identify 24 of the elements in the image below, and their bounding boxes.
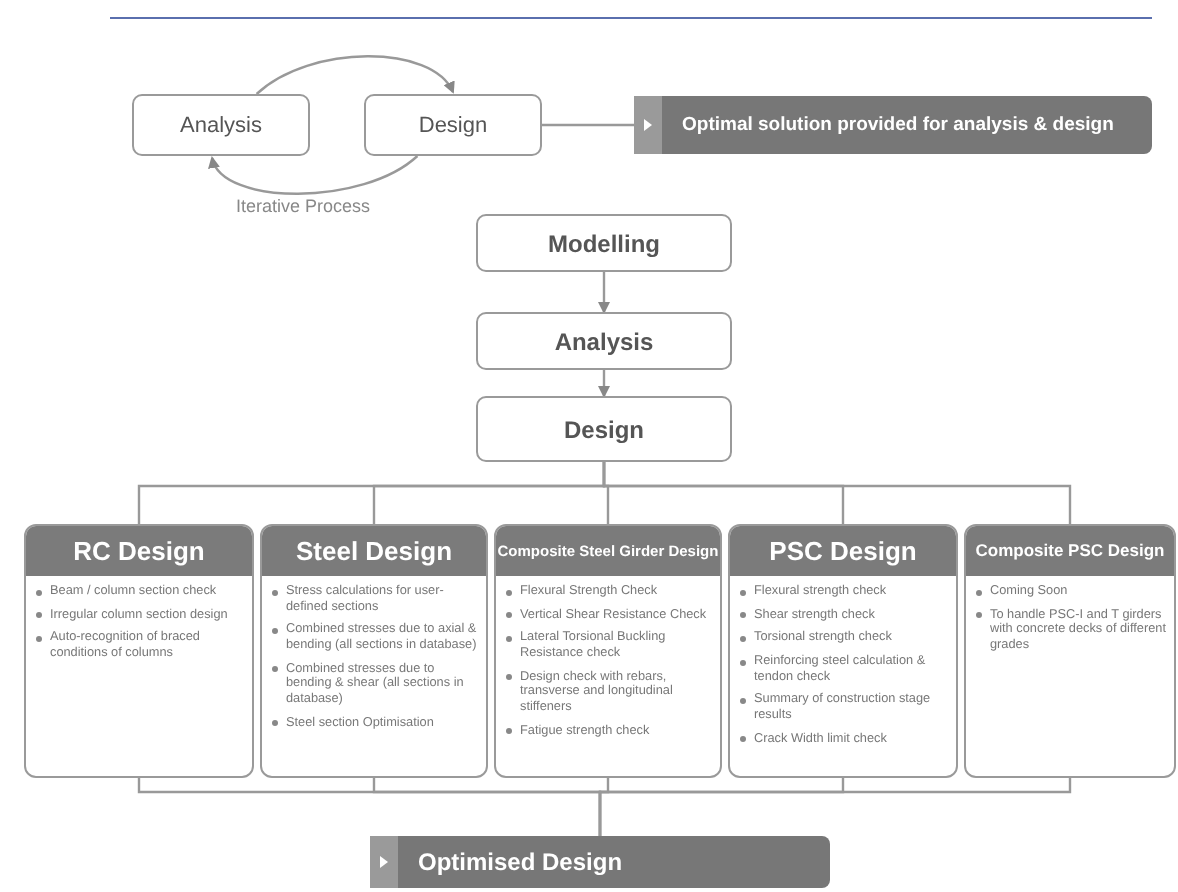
process-box: Design xyxy=(476,396,732,462)
design-card xyxy=(24,524,254,778)
connector-line xyxy=(602,462,1072,524)
card-heading: Steel Design xyxy=(262,526,486,576)
process-box: Modelling xyxy=(476,214,732,272)
design-card xyxy=(964,524,1176,778)
connector-line xyxy=(542,123,634,127)
design-card xyxy=(260,524,488,778)
card-heading: PSC Design xyxy=(730,526,956,576)
connector-line xyxy=(598,778,1072,836)
design-card xyxy=(728,524,958,778)
process-box: Design xyxy=(364,94,542,156)
result-banner: Optimal solution provided for analysis & design xyxy=(634,96,1152,154)
process-box: Analysis xyxy=(476,312,732,370)
process-box: Analysis xyxy=(132,94,310,156)
card-heading: RC Design xyxy=(26,526,252,576)
card-heading: Composite PSC Design xyxy=(966,526,1174,576)
arrow xyxy=(255,55,455,95)
result-banner: Optimised Design xyxy=(370,836,830,888)
edge-label: Iterative Process xyxy=(236,196,371,216)
arrow xyxy=(598,370,610,398)
arrow xyxy=(210,155,419,195)
arrow xyxy=(598,272,610,314)
design-card xyxy=(494,524,722,778)
